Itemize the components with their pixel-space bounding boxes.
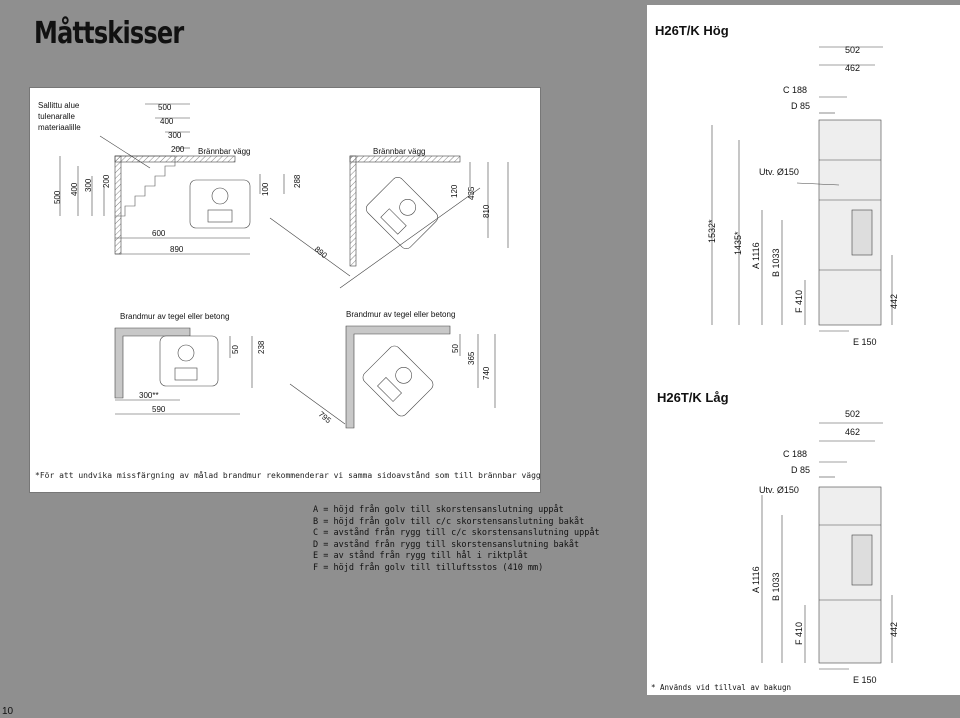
legend-a: A = höjd från golv till skorstensanslutn…: [313, 505, 564, 515]
lag-dim-502: 502: [845, 409, 860, 419]
dim-365: 365: [467, 351, 476, 365]
clearance-diagram-panel: Sallittu alue tulenaralle materiaalille …: [29, 87, 546, 493]
dim-left-500: 500: [53, 190, 62, 204]
lag-dim-a: A 1116: [751, 566, 761, 593]
dim-left-300: 300: [84, 178, 93, 192]
hog-utv: Utv. Ø150: [759, 167, 799, 177]
hog-dim-f: F 410: [794, 290, 804, 313]
dim-top-500: 500: [158, 103, 172, 112]
dim-590: 590: [152, 405, 166, 414]
dimension-legend: A = höjd från golv till skorstensanslutn…: [313, 505, 600, 574]
dim-740: 740: [482, 366, 491, 380]
page-title: Måttskisser: [34, 16, 184, 51]
clearance-diagram: Sallittu alue tulenaralle materiaalille …: [35, 101, 546, 480]
legend-c: C = avstånd från rygg till c/c skorstens…: [313, 528, 600, 538]
stove-dimension-panel: H26T/K Hög 502 462 C 188 D 85 Utv. Ø150 …: [647, 5, 960, 695]
dim-600: 600: [152, 229, 166, 238]
dim-100: 100: [261, 182, 270, 196]
lag-dim-462: 462: [845, 427, 860, 437]
dim-795: 795: [317, 410, 333, 426]
hog-dim-1435: 1435*: [733, 231, 743, 255]
dim-435: 435: [467, 186, 476, 200]
dim-left-400: 400: [70, 182, 79, 196]
legend-b: B = höjd från golv till c/c skorstensans…: [313, 516, 585, 527]
lag-dim-f: F 410: [794, 622, 804, 645]
dim-50-b: 50: [451, 344, 460, 353]
dim-top-200: 200: [171, 145, 185, 154]
label-brannbar-vagg-2: Brännbar vägg: [373, 147, 425, 156]
label-brannbar-vagg-1: Brännbar vägg: [198, 147, 250, 156]
page-number: 10: [2, 706, 14, 717]
hog-dim-a: A 1116: [751, 242, 761, 269]
dim-288: 288: [293, 174, 302, 188]
stove-dimension-drawings: H26T/K Hög 502 462 C 188 D 85 Utv. Ø150 …: [655, 23, 899, 685]
label-brandmur-1: Brandmur av tegel eller betong: [120, 312, 229, 321]
hog-dim-1532: 1532*: [707, 219, 717, 243]
dim-top-300: 300: [168, 131, 182, 140]
lag-dim-e: E 150: [853, 675, 877, 685]
lag-title: H26T/K Låg: [657, 390, 729, 405]
lag-dim-d: D 85: [791, 465, 810, 475]
lag-dim-b: B 1033: [771, 572, 781, 601]
hog-dim-c: C 188: [783, 85, 807, 95]
dim-50-a: 50: [231, 345, 240, 354]
hog-dim-442: 442: [889, 294, 899, 309]
lag-dim-c: C 188: [783, 449, 807, 459]
lag-dim-442: 442: [889, 622, 899, 637]
note-line-3: materiaalille: [38, 123, 81, 132]
legend-d: D = avstånd från rygg till skorstensansl…: [313, 539, 580, 550]
hog-dim-502: 502: [845, 45, 860, 55]
dim-top-400: 400: [160, 117, 174, 126]
dim-238: 238: [257, 340, 266, 354]
hog-title: H26T/K Hög: [655, 23, 729, 38]
hog-dim-d: D 85: [791, 101, 810, 111]
label-brandmur-2: Brandmur av tegel eller betong: [346, 310, 455, 319]
left-footnote: *För att undvika missfärgning av målad b…: [35, 470, 540, 480]
dim-120: 120: [450, 184, 459, 198]
hog-dim-b: B 1033: [771, 248, 781, 277]
dim-300-star: 300**: [139, 391, 159, 400]
hog-dim-e: E 150: [853, 337, 877, 347]
lag-utv: Utv. Ø150: [759, 485, 799, 495]
note-line-1: Sallittu alue: [38, 101, 80, 110]
hog-dim-462: 462: [845, 63, 860, 73]
legend-f: F = höjd från golv till tilluftsstos (41…: [313, 562, 544, 573]
note-line-2: tulenaralle: [38, 112, 75, 121]
dim-left-200: 200: [102, 174, 111, 188]
star-note: * Används vid tillval av bakugn: [651, 683, 791, 692]
dim-890-b: 890: [313, 245, 329, 261]
legend-e: E = av stånd från rygg till hål i riktpl…: [313, 551, 528, 561]
dim-890-a: 890: [170, 245, 184, 254]
dim-810: 810: [482, 204, 491, 218]
